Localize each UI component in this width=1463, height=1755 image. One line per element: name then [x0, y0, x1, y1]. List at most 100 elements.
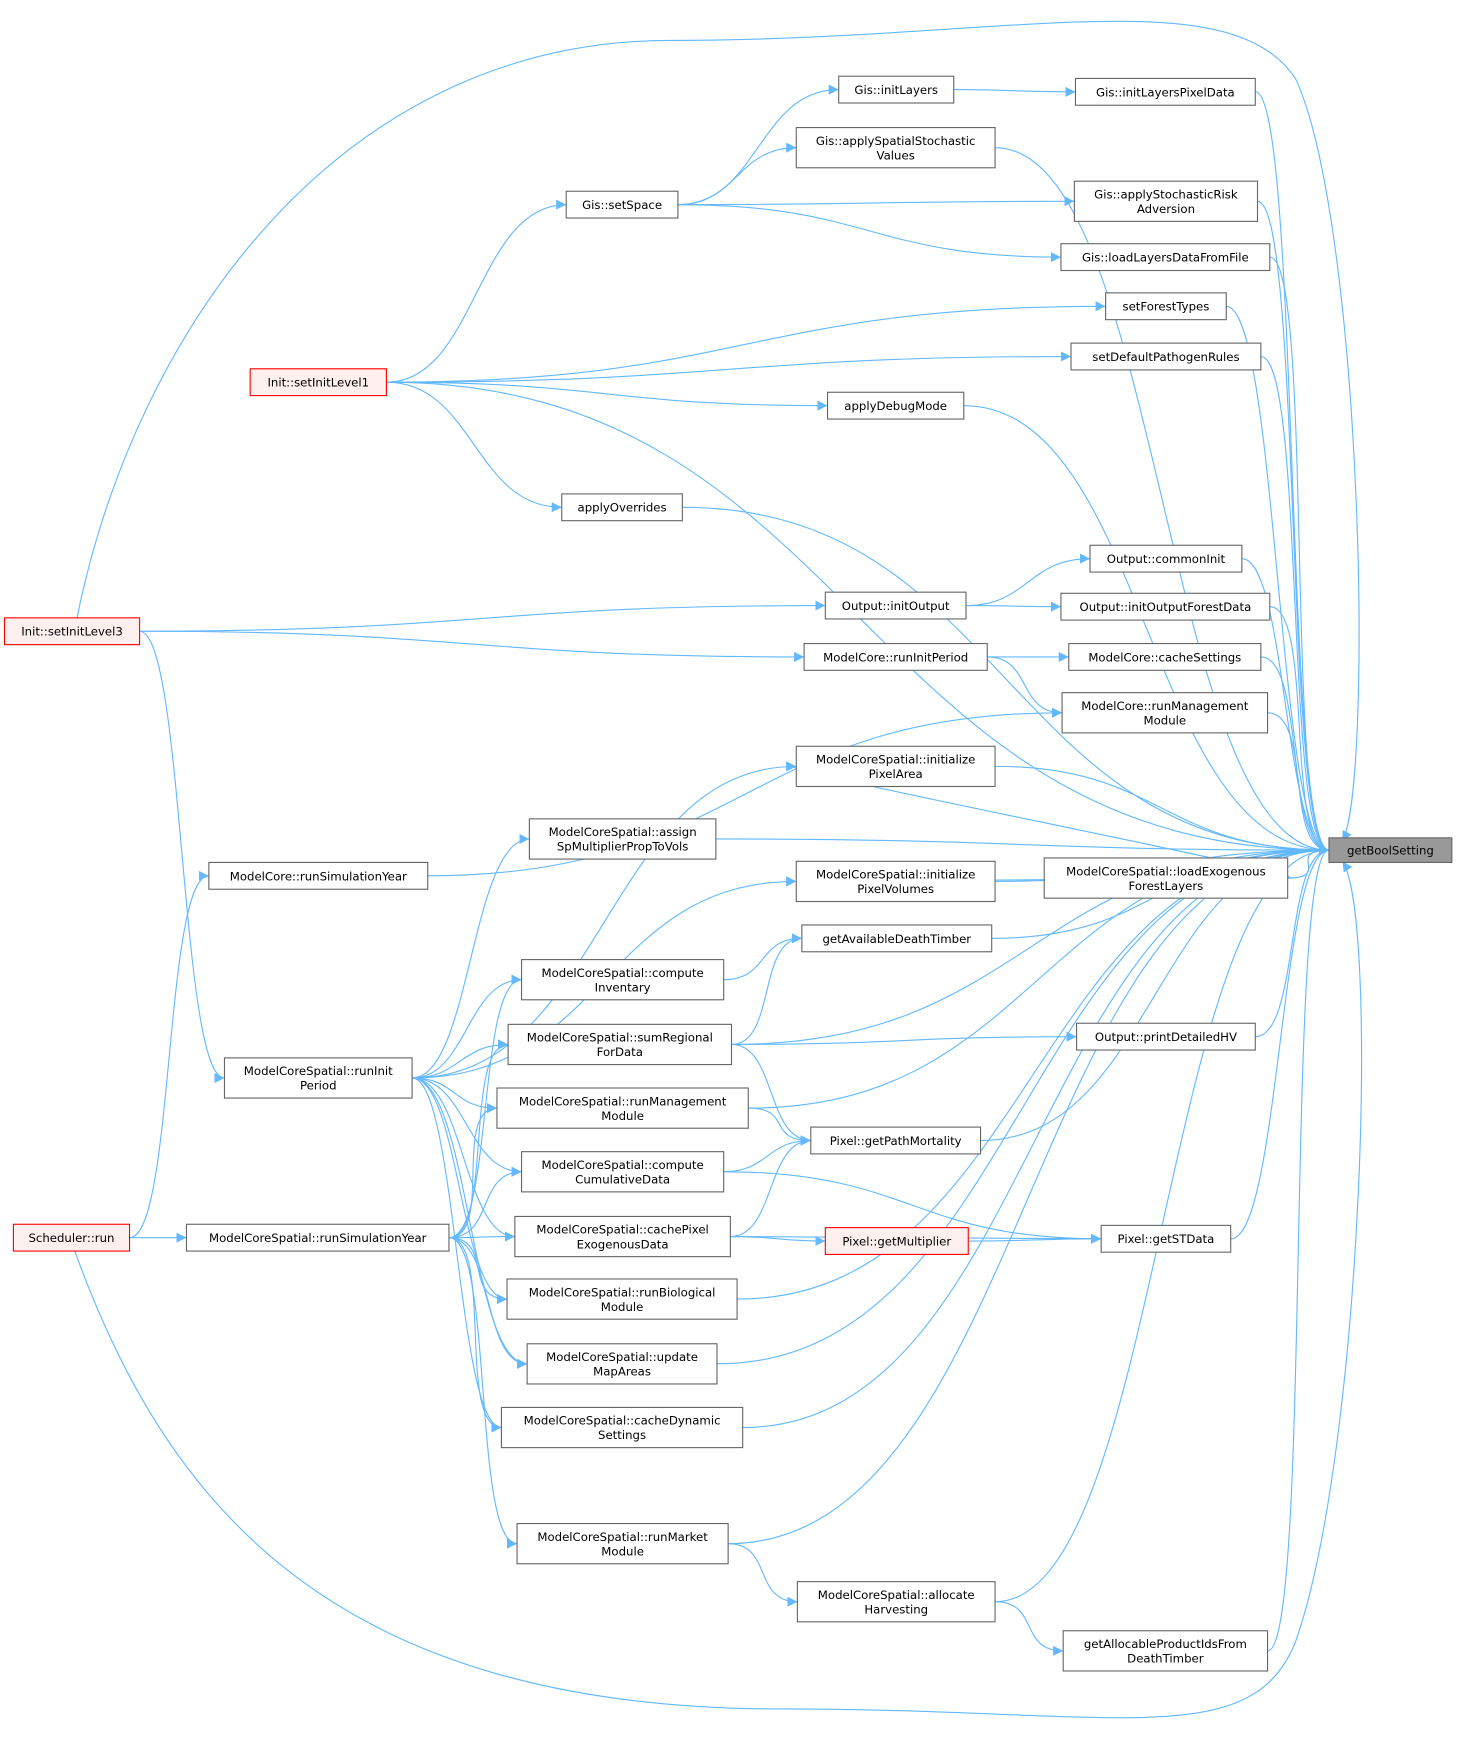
node-initOutputForestData[interactable]: Output::initOutputForestData [1060, 592, 1271, 621]
call-edge-sumRegional-to-getAvailDeath [731, 933, 802, 1046]
call-edge-setInitLevel1-to-applyDebugMode [386, 381, 828, 411]
node-box [826, 391, 965, 420]
call-edge-initOutput-to-initOutputForestData [966, 601, 1061, 612]
node-commonInit[interactable]: Output::commonInit [1089, 544, 1243, 573]
call-edge-setSpace-to-loadLayers [677, 204, 1061, 263]
node-box [185, 1223, 450, 1252]
node-label: ModelCore::runSimulationYear [230, 869, 407, 883]
node-label: Gis::applySpatialStochastic [816, 134, 976, 148]
node-mcsRunSimYear[interactable]: ModelCoreSpatial::runSimulationYear [185, 1223, 450, 1252]
call-edge-computeInventary-to-getAvailDeath [723, 933, 802, 981]
node-loadLayers[interactable]: Gis::loadLayersDataFromFile [1060, 243, 1271, 272]
node-label: ModelCoreSpatial::runMarket [537, 1530, 708, 1544]
node-box [824, 1227, 969, 1255]
call-edge-setInitLevel3-to-mcsRunInit [139, 630, 225, 1083]
node-applyOverrides[interactable]: applyOverrides [561, 493, 683, 522]
call-edge-runMarket-to-gbs [728, 845, 1329, 1545]
node-label: applyDebugMode [844, 399, 947, 413]
node-applyDebugMode[interactable]: applyDebugMode [826, 391, 965, 420]
call-edge-setInitLevel3-to-initOutput [139, 600, 826, 632]
node-mcRunInitPeriod[interactable]: ModelCore::runInitPeriod [803, 642, 988, 671]
node-initOutput[interactable]: Output::initOutput [824, 591, 967, 620]
call-edge-getSTData-to-gbs [1230, 845, 1330, 1240]
node-setInitLevel3[interactable]: Init::setInitLevel3 [3, 617, 141, 646]
node-label: CumulativeData [575, 1173, 670, 1187]
node-box [208, 861, 429, 890]
node-label: ModelCore::runInitPeriod [823, 650, 968, 664]
call-edge-mcsRunInit-to-assignSp [412, 833, 530, 1079]
node-box [838, 75, 955, 104]
node-label: Gis::initLayersPixelData [1096, 85, 1235, 99]
node-getAvailDeath[interactable]: getAvailableDeathTimber [801, 924, 993, 953]
call-edge-getAllocable-to-gbs [1267, 845, 1330, 1652]
node-box [496, 1087, 749, 1129]
call-edge-computeCumulative-to-getSTData [723, 1171, 1102, 1244]
node-mcRunSimYear[interactable]: ModelCore::runSimulationYear [208, 861, 429, 890]
node-box [506, 1278, 738, 1320]
call-edge-mcsRunSimYear-to-sumRegional [448, 1039, 509, 1239]
call-edge-mcRunManagement-to-gbs [1267, 712, 1329, 856]
node-label: applyOverrides [578, 501, 667, 515]
node-label: ModelCoreSpatial::assign [549, 825, 697, 839]
call-edge-mcRunInitPeriod-to-mcRunManagement [987, 656, 1063, 718]
node-setInitLevel1[interactable]: Init::setInitLevel1 [249, 368, 387, 397]
node-label: PixelArea [869, 767, 923, 781]
call-edge-mcsRunInit-to-cacheDynamic [412, 1077, 502, 1433]
node-label: Output::commonInit [1107, 552, 1226, 566]
node-box [1061, 692, 1269, 734]
node-getPathMortality[interactable]: Pixel::getPathMortality [810, 1126, 982, 1155]
node-printDetailedHV[interactable]: Output::printDetailedHV [1076, 1022, 1256, 1051]
node-box [1068, 642, 1262, 671]
node-schedulerRun[interactable]: Scheduler::run [12, 1223, 131, 1252]
node-box [561, 493, 683, 522]
node-label: Init::setInitLevel1 [267, 376, 369, 390]
call-edge-mcsRunSimYear-to-computeInventary [448, 974, 522, 1239]
node-label: setForestTypes [1122, 300, 1209, 314]
node-label: ModelCore::cacheSettings [1088, 650, 1241, 664]
node-setForestTypes[interactable]: setForestTypes [1105, 292, 1227, 321]
node-setSpace[interactable]: Gis::setSpace [565, 190, 679, 219]
call-edge-runMarket-to-allocateHarvesting [728, 1543, 798, 1607]
call-edge-schedulerRun-to-mcRunSimYear [129, 870, 209, 1239]
node-initLayers[interactable]: Gis::initLayers [838, 75, 955, 104]
node-initLayersPixelData[interactable]: Gis::initLayersPixelData [1074, 77, 1256, 106]
node-label: ModelCoreSpatial::cachePixel [536, 1223, 708, 1237]
node-label: Gis::setSpace [582, 198, 662, 212]
node-label: Gis::initLayers [854, 83, 938, 97]
node-box [526, 1343, 718, 1385]
node-mcCacheSettings[interactable]: ModelCore::cacheSettings [1068, 642, 1262, 671]
node-label: getAvailableDeathTimber [822, 932, 971, 946]
node-setDefaultPathogenRules[interactable]: setDefaultPathogenRules [1070, 342, 1262, 371]
call-edge-mcRunSimYear-to-mcRunManagement [427, 707, 1063, 877]
node-assignSp[interactable]: ModelCoreSpatial::assignSpMultiplierProp… [528, 818, 717, 860]
node-gbs[interactable]: getBoolSetting [1328, 837, 1453, 863]
node-cachePixel[interactable]: ModelCoreSpatial::cachePixelExogenousDat… [514, 1215, 731, 1258]
node-box [565, 190, 679, 219]
node-box [3, 617, 141, 646]
call-edge-initLayersPixelData-to-gbs [1255, 91, 1330, 855]
node-label: Period [300, 1079, 337, 1093]
node-box [1105, 292, 1227, 321]
node-getSTData[interactable]: Pixel::getSTData [1100, 1224, 1232, 1253]
call-edge-setSpace-to-applyRisk [677, 196, 1075, 207]
node-loadExogenous[interactable]: ModelCoreSpatial::loadExogenousForestLay… [1043, 857, 1289, 899]
node-getMultiplier[interactable]: Pixel::getMultiplier [824, 1227, 969, 1255]
node-box [500, 1406, 744, 1449]
node-mcsRunInit[interactable]: ModelCoreSpatial::runInitPeriod [223, 1057, 413, 1099]
call-edge-setDefaultPathogenRules-to-gbs [1260, 355, 1330, 856]
